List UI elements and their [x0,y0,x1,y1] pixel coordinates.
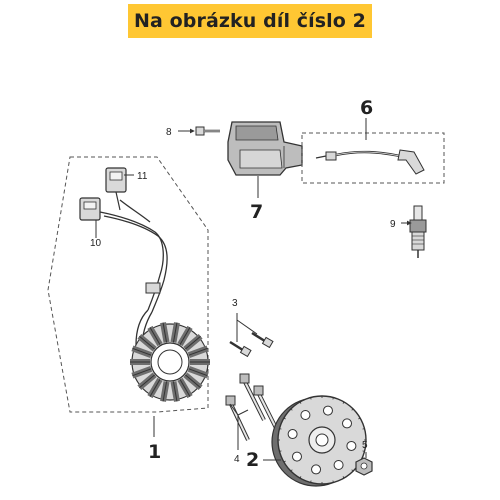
connector-10 [79,197,101,221]
bolt-8 [195,126,220,136]
harness-clip [145,282,161,294]
callout-4: 4 [234,454,240,465]
flywheel-rotor [271,395,367,487]
callout-3: 3 [232,298,238,309]
callout-10: 10 [90,238,102,249]
callout-6: 6 [360,97,373,119]
callout-2: 2 [246,449,259,471]
callout-11: 11 [137,171,148,182]
callout-7: 7 [250,201,263,223]
connector-11 [105,167,127,211]
leader-lines [95,118,412,461]
stator-coil [130,322,210,402]
nut-5 [355,457,373,476]
screws-3 [229,331,274,358]
callout-9: 9 [390,219,396,230]
ht-lead [315,149,425,175]
leader-3 [236,313,258,342]
leader-4 [229,403,249,450]
callout-1: 1 [148,441,161,463]
callout-8: 8 [166,127,172,138]
stator-group-outline [47,156,209,413]
ht-lead-group-outline [301,132,445,184]
banner-text: Na obrázku díl číslo 2 [134,10,366,32]
callout-5: 5 [362,440,368,451]
ignition-coil [227,121,303,176]
title-banner: Na obrázku díl číslo 2 [128,4,372,38]
spark-plug [409,205,427,258]
bolts-4 [225,373,278,441]
